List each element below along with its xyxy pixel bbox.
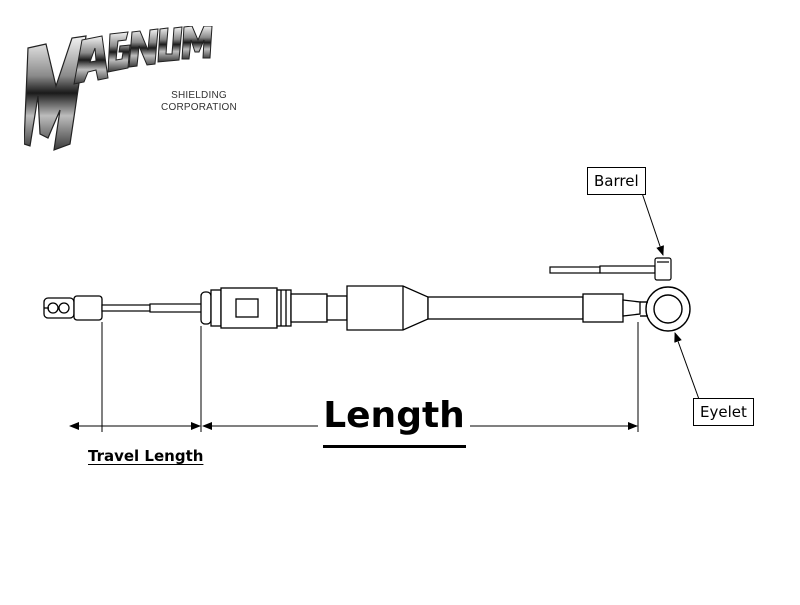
logo-subtitle-line2: CORPORATION (161, 102, 237, 113)
conduit-assembly (326, 285, 641, 331)
length-dimension-label: Length (318, 392, 470, 440)
barrel-leader-line (640, 189, 664, 256)
hub-swivel (200, 287, 328, 329)
eyelet-leader-line (674, 332, 701, 403)
eyelet-callout-label: Eyelet (693, 398, 754, 426)
barrel-fitting (549, 257, 672, 281)
eyelet-fitting (640, 286, 691, 332)
magnum-logo: SHIELDING CORPORATION (23, 25, 237, 156)
clevis-end-fitting (43, 295, 103, 321)
magnum-logo-mark (23, 25, 213, 151)
travel-length-dimension-label: Travel Length (88, 447, 204, 465)
inner-core-wire (101, 303, 203, 313)
logo-subtitle-line1: SHIELDING (171, 90, 227, 101)
barrel-callout-label: Barrel (587, 167, 646, 195)
length-label-underline (323, 445, 466, 448)
extension-lines (101, 322, 639, 432)
